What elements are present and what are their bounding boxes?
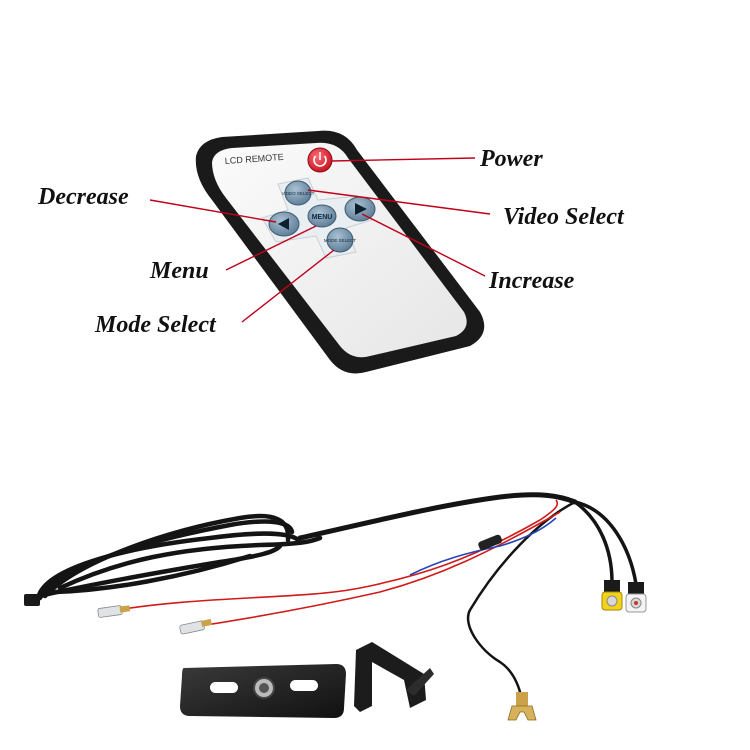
mounting-bracket <box>354 642 434 712</box>
left-arrow-icon <box>278 218 289 230</box>
ground-fork-terminal <box>507 692 537 721</box>
power-button[interactable] <box>307 147 333 173</box>
callout-line-menu <box>225 225 317 271</box>
rca-lead-yellow <box>573 500 614 583</box>
callout-line-increase <box>361 213 486 277</box>
menu-button[interactable]: MENU <box>307 204 337 228</box>
red-wire <box>104 499 559 613</box>
callout-line-power <box>331 157 476 162</box>
inline-fuse <box>478 534 503 551</box>
mounting-plate <box>180 664 346 718</box>
main-cable <box>297 492 578 541</box>
label-decrease: Decrease <box>38 184 129 210</box>
decrease-button[interactable] <box>268 211 300 237</box>
callout-line-decrease <box>149 199 277 223</box>
label-video-select: Video Select <box>503 204 624 230</box>
label-mode-select: Mode Select <box>95 312 216 338</box>
label-power: Power <box>480 146 543 172</box>
right-arrow-icon <box>355 203 367 215</box>
lcd-remote: LCD REMOTE VIDEO SELECT MENU <box>195 130 485 374</box>
ground-lead <box>467 500 576 701</box>
coiled-cable <box>35 513 323 603</box>
spade-terminal-1 <box>97 605 131 618</box>
video-select-button-text: VIDEO SELECT <box>282 191 315 196</box>
remote-title: LCD REMOTE <box>224 152 284 166</box>
rca-plug-yellow <box>601 580 623 611</box>
label-menu: Menu <box>150 258 209 284</box>
callout-line-mode-select <box>241 249 335 323</box>
menu-button-text: MENU <box>312 214 333 221</box>
rca-lead-white <box>574 500 638 585</box>
video-select-button[interactable]: VIDEO SELECT <box>282 180 315 206</box>
cable-assembly <box>24 492 647 721</box>
blue-wire <box>409 517 557 576</box>
rca-plug-white <box>625 582 647 613</box>
increase-button[interactable] <box>344 196 376 222</box>
label-increase: Increase <box>489 268 575 294</box>
callout-line-video-select <box>307 189 491 215</box>
mode-select-button-text: MODE SELECT <box>324 238 357 243</box>
callout-lines <box>149 157 491 323</box>
red-wire-2 <box>185 511 561 629</box>
spade-terminal-2 <box>179 618 212 635</box>
mode-select-button[interactable]: MODE SELECT <box>324 227 357 253</box>
power-icon <box>313 152 327 167</box>
cable-connector <box>24 594 40 606</box>
